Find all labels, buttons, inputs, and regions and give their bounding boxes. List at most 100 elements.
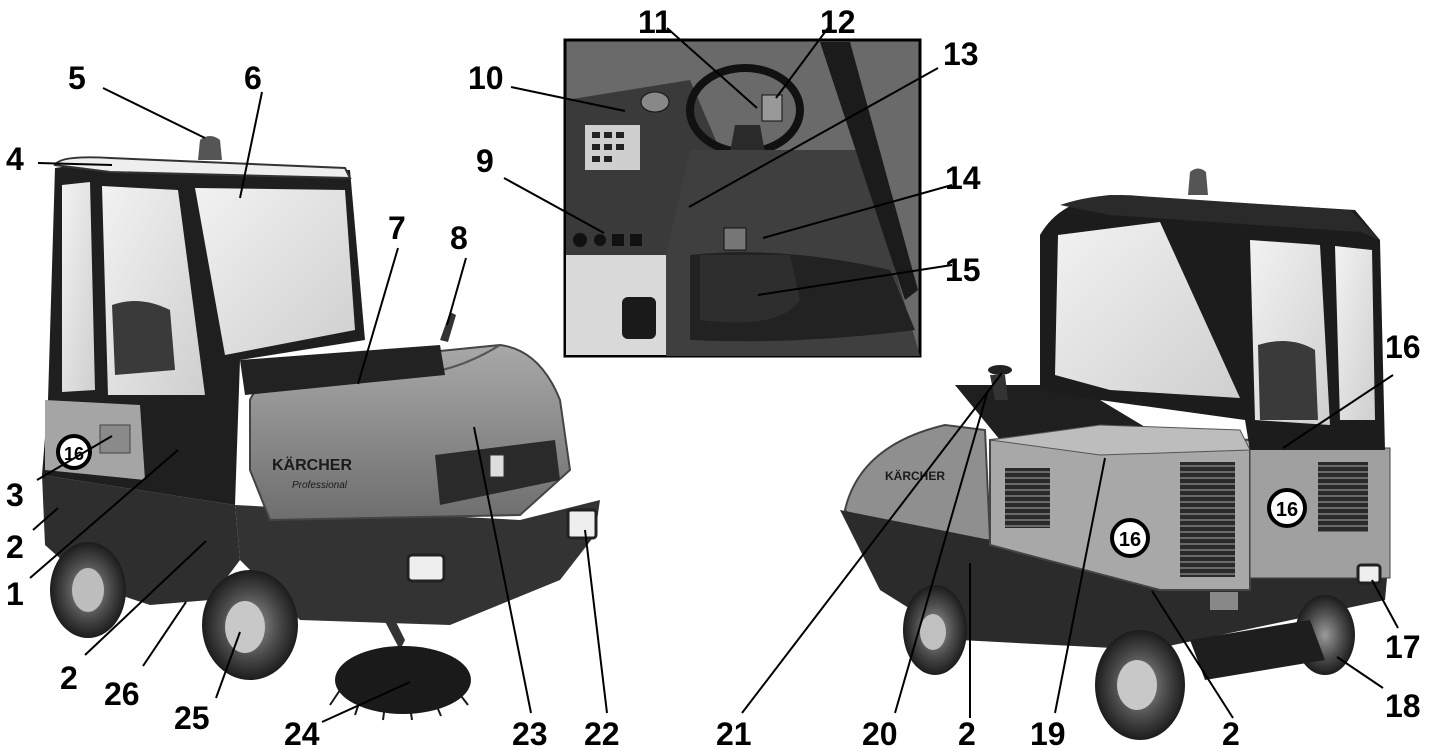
leader-7 <box>357 247 399 385</box>
left-vehicle: 16 KÄRCHER Professional <box>42 136 600 721</box>
right-rear-reflector <box>1210 592 1238 610</box>
leader-15 <box>757 264 953 296</box>
right-side-grille <box>1005 468 1050 528</box>
cab-interior-inset <box>563 38 922 358</box>
leader-2c <box>84 540 207 656</box>
right-side-speed-plate-text: 16 <box>1119 529 1141 551</box>
callout-17: 17 <box>1385 629 1421 665</box>
right-rear-light <box>1356 563 1382 585</box>
left-roll-bar <box>240 345 445 395</box>
leader-9 <box>503 177 605 234</box>
right-front-hub <box>920 614 946 650</box>
right-seat <box>1258 341 1318 420</box>
right-vehicle: KÄRCHER 16 16 <box>840 168 1391 740</box>
callout-20: 20 <box>862 716 898 752</box>
callout-22: 22 <box>584 716 620 752</box>
leader-19 <box>1054 457 1106 714</box>
left-front-hub <box>225 601 265 653</box>
callout-4: 4 <box>6 141 24 177</box>
inset-console-switches <box>573 233 642 247</box>
right-rear-grille-right <box>1318 462 1368 532</box>
left-headlight <box>406 553 446 583</box>
left-rear-hub <box>72 568 104 612</box>
inset-control-keys <box>592 132 624 162</box>
callout-11: 11 <box>638 4 672 40</box>
left-side-brush <box>335 646 471 714</box>
left-panel-hatch <box>99 424 131 454</box>
right-windshield <box>1055 222 1240 398</box>
left-hood-emblem <box>489 454 505 478</box>
left-side-light <box>566 508 598 540</box>
leader-4 <box>37 162 113 166</box>
leader-24 <box>321 681 411 723</box>
callout-2-left-lower: 2 <box>60 660 78 696</box>
left-seat <box>112 301 175 375</box>
leader-11 <box>666 27 758 109</box>
right-filler-cap <box>988 365 1012 375</box>
leader-26 <box>142 601 187 667</box>
left-beacon <box>198 136 222 160</box>
leader-10 <box>510 86 626 112</box>
leader-5 <box>102 87 206 139</box>
leader-25 <box>215 631 241 699</box>
right-brand-logo: KÄRCHER <box>885 468 945 483</box>
callout-25: 25 <box>174 700 210 736</box>
leader-18 <box>1336 656 1384 689</box>
callout-13: 13 <box>943 36 979 72</box>
callout-6: 6 <box>244 60 262 96</box>
callout-2-right-lower: 2 <box>1222 716 1240 752</box>
inset-seat-back <box>700 255 800 323</box>
right-rear-speed-plate-text: 16 <box>1276 499 1298 521</box>
leader-14 <box>762 184 953 239</box>
inset-speedometer <box>640 91 670 113</box>
callout-24: 24 <box>284 716 320 752</box>
inset-pedal <box>723 227 747 251</box>
right-engine-top <box>989 424 1251 456</box>
right-cab-roof <box>1060 195 1380 240</box>
leader-22 <box>584 529 608 714</box>
leader-23 <box>473 426 532 714</box>
left-speed-plate <box>56 434 92 470</box>
leader-21 <box>741 372 1003 714</box>
inset-cab-pillar <box>820 42 918 300</box>
callout-9: 9 <box>476 143 494 179</box>
right-rear-hub <box>1117 660 1157 710</box>
callout-2-left-upper: 2 <box>6 529 24 565</box>
callout-3: 3 <box>6 477 24 513</box>
leader-6 <box>239 91 263 199</box>
leader-12 <box>775 27 829 99</box>
right-side-speed-plate <box>1110 518 1150 558</box>
left-speed-plate-text: 16 <box>64 444 84 464</box>
leader-lines <box>29 27 1399 723</box>
left-brand-sublogo: Professional <box>292 480 348 491</box>
callout-14: 14 <box>945 160 981 196</box>
left-side-window <box>62 182 95 392</box>
leader-2d <box>1151 590 1234 719</box>
callout-15: 15 <box>945 252 981 288</box>
leader-3 <box>36 435 113 481</box>
left-side-brush-bristles <box>329 689 469 721</box>
callout-16: 16 <box>1385 329 1421 365</box>
right-drive-unit <box>1190 620 1325 680</box>
callout-8: 8 <box>450 220 468 256</box>
callout-18: 18 <box>1385 688 1421 724</box>
leader-1 <box>29 449 179 579</box>
leader-17 <box>1371 579 1399 629</box>
right-lower-body <box>840 510 1390 650</box>
inset-ignition <box>761 94 783 122</box>
right-rear-speed-plate <box>1267 488 1307 528</box>
leader-16 <box>1282 374 1394 449</box>
callout-23: 23 <box>512 716 548 752</box>
right-beacon <box>1188 168 1208 195</box>
leader-20 <box>894 389 989 714</box>
callout-1: 1 <box>6 576 24 612</box>
leader-8 <box>446 257 467 326</box>
callout-10: 10 <box>468 60 504 96</box>
callout-19: 19 <box>1030 716 1066 752</box>
leader-13 <box>688 67 939 208</box>
left-side-brush-arm <box>380 600 405 650</box>
left-tilt-handle <box>440 312 456 342</box>
callout-12: 12 <box>820 4 856 40</box>
